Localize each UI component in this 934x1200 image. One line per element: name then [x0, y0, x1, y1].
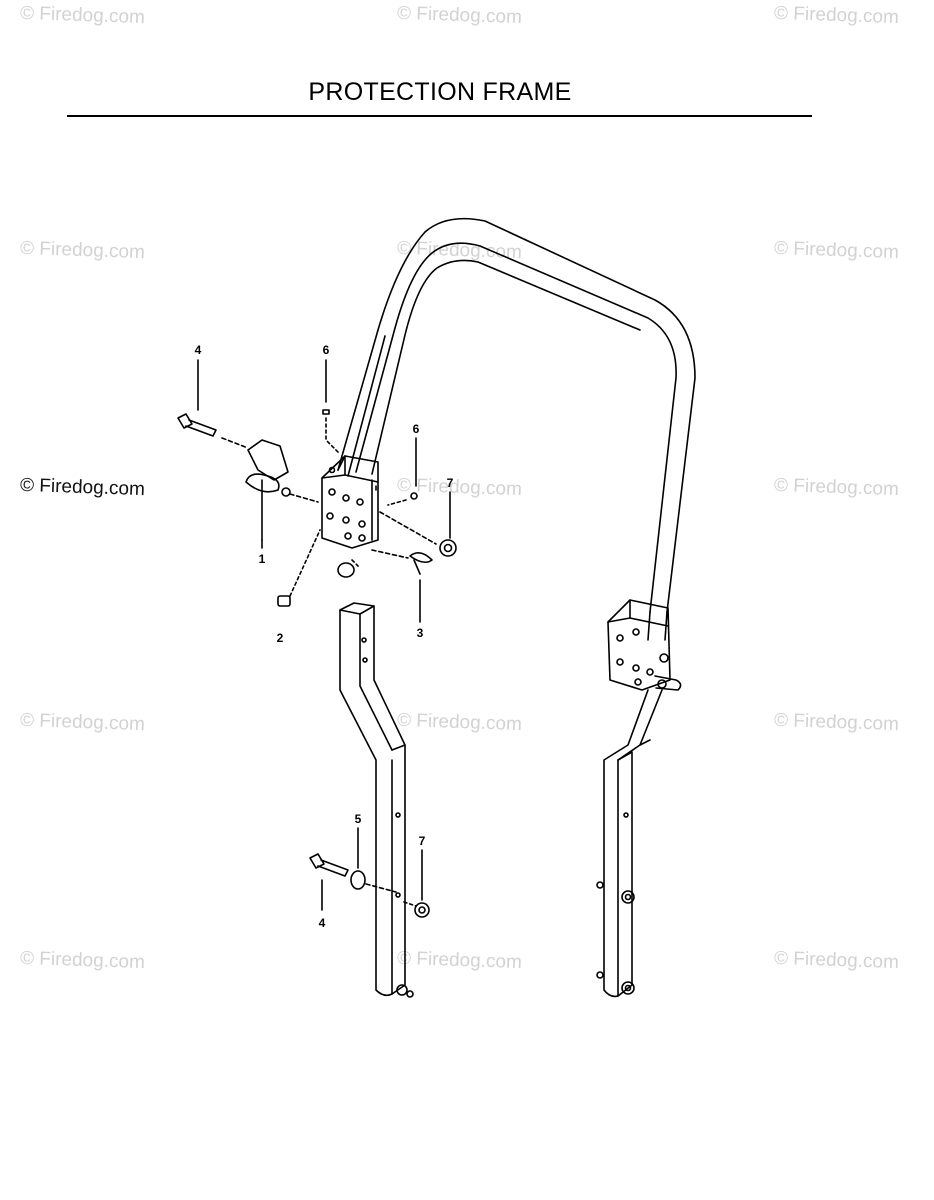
callout-6: 6: [413, 422, 420, 436]
callout-4: 4: [195, 343, 202, 357]
roll-bar-upper-hoop: [337, 217, 696, 641]
callout-7: 7: [447, 476, 454, 490]
left-lower-post: [339, 602, 406, 997]
callout-1: 1: [259, 552, 266, 566]
callout-4: 4: [319, 916, 326, 930]
title-underline: [67, 115, 812, 117]
callout-7: 7: [419, 834, 426, 848]
page-title: PROTECTION FRAME: [308, 78, 572, 106]
left-hinge-bracket: [321, 455, 379, 549]
upper-hardware: [177, 359, 457, 623]
lower-hardware: [309, 827, 430, 998]
right-hinge-bracket: [607, 599, 682, 691]
callout-2: 2: [277, 631, 284, 645]
callout-6: 6: [323, 343, 330, 357]
right-lower-post: [596, 689, 663, 998]
callout-5: 5: [355, 812, 362, 826]
callout-3: 3: [417, 626, 424, 640]
